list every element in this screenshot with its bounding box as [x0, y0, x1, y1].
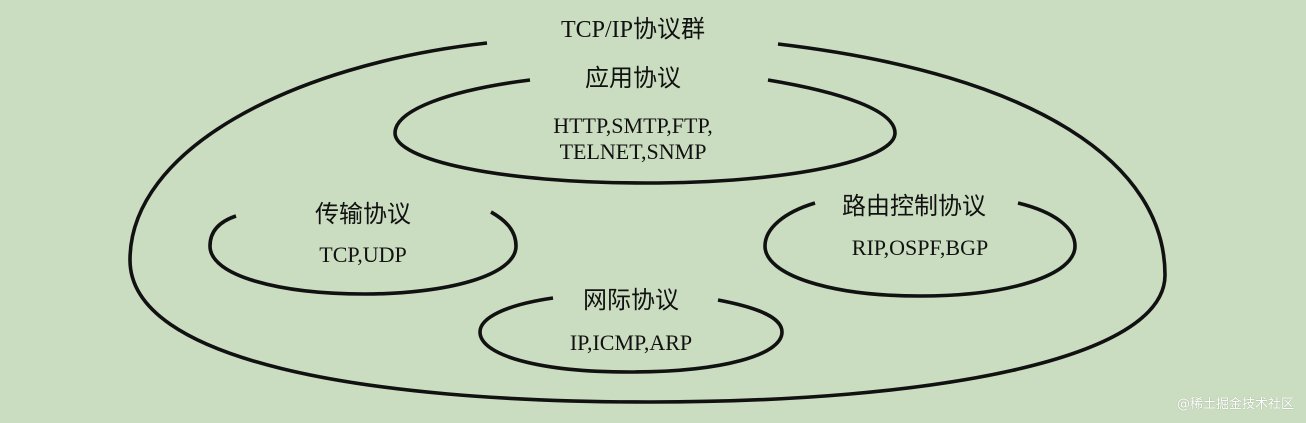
transport-ring	[208, 210, 518, 296]
routing-title: 路由控制协议	[842, 194, 986, 220]
routing-ring	[763, 201, 1077, 298]
routing-items: RIP,OSPF,BGP	[851, 235, 989, 260]
application-ring	[393, 78, 897, 185]
application-title: 应用协议	[585, 66, 681, 92]
outer-title: TCP/IP协议群	[560, 17, 706, 43]
transport-title: 传输协议	[315, 202, 411, 228]
internet-ring	[478, 296, 784, 374]
application-items-line1: HTTP,SMTP,FTP,	[553, 113, 713, 138]
internet-title: 网际协议	[583, 288, 679, 314]
watermark: @稀土掘金技术社区	[1176, 397, 1294, 412]
internet-items: IP,ICMP,ARP	[569, 330, 693, 355]
application-items-line2: TELNET,SNMP	[559, 139, 707, 164]
transport-items: TCP,UDP	[319, 242, 407, 267]
outer-ring	[128, 41, 1167, 404]
